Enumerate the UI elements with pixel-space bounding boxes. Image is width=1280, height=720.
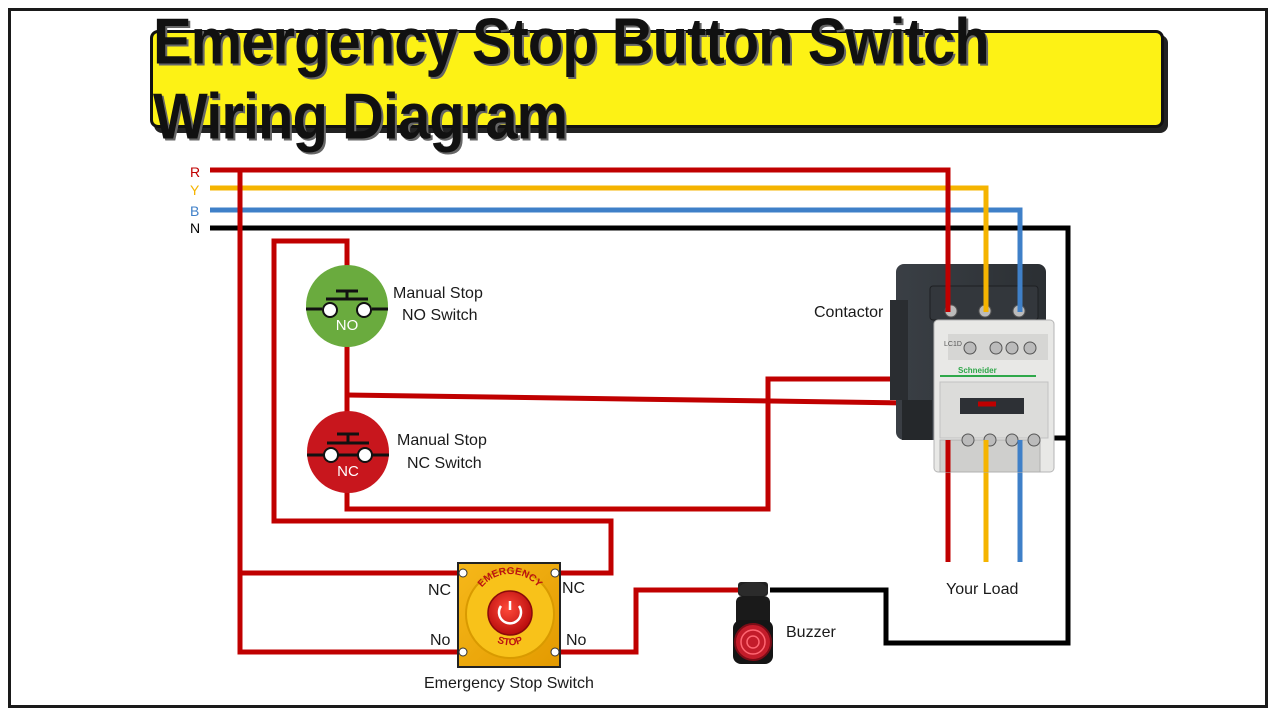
phase-n-label: N xyxy=(190,220,200,236)
contactor[interactable]: Schneider LC1D xyxy=(890,264,1055,473)
emergency-red-cap xyxy=(487,590,533,636)
wire-em-nc-to-no xyxy=(271,238,614,576)
nc-contact-symbol xyxy=(307,432,389,457)
no-switch-label-1: Manual Stop xyxy=(393,285,483,302)
buzzer[interactable] xyxy=(733,582,773,664)
terminal-a1 xyxy=(1023,341,1037,355)
em-right-no-label: No xyxy=(566,632,587,649)
em-terminal-left-nc xyxy=(458,568,468,578)
em-right-nc-label: NC xyxy=(562,580,585,597)
no-switch[interactable]: NO xyxy=(306,265,388,347)
nc-badge: NC xyxy=(337,463,359,480)
terminal-t3 xyxy=(1005,433,1019,447)
phase-y-label: Y xyxy=(190,182,200,198)
emergency-label: Emergency Stop Switch xyxy=(424,675,594,692)
contactor-brand: Schneider xyxy=(958,366,997,375)
page-title: Emergency Stop Button Switch Wiring Diag… xyxy=(153,5,990,153)
wire-no-to-coil xyxy=(346,392,979,407)
em-left-no-label: No xyxy=(430,632,451,649)
no-badge: NO xyxy=(336,317,359,334)
terminal-t1 xyxy=(961,433,975,447)
phase-b-label: B xyxy=(190,203,199,219)
phase-r-label: R xyxy=(190,164,200,180)
no-contact-symbol xyxy=(306,289,388,311)
contactor-model: LC1D xyxy=(944,341,962,348)
em-left-nc-label: NC xyxy=(428,582,451,599)
em-terminal-left-no xyxy=(458,647,468,657)
emergency-stop-switch[interactable]: EMERGENCY STOP xyxy=(457,562,561,668)
nc-switch-label-1: Manual Stop xyxy=(397,432,487,449)
nc-switch[interactable]: NC xyxy=(307,411,389,493)
em-terminal-right-no xyxy=(550,647,560,657)
buzzer-label: Buzzer xyxy=(786,624,836,641)
wire-r-drop xyxy=(237,170,462,655)
nc-switch-body xyxy=(307,411,389,493)
terminal-aux-13 xyxy=(963,341,977,355)
title-banner: Emergency Stop Button Switch Wiring Diag… xyxy=(150,5,1164,153)
wire-buzzer xyxy=(556,587,742,655)
load-label: Your Load xyxy=(946,581,1018,598)
contactor-label: Contactor xyxy=(814,304,884,321)
terminal-a2 xyxy=(1027,433,1041,447)
em-terminal-right-nc xyxy=(550,568,560,578)
wire-n-buzzer xyxy=(770,438,1071,646)
no-switch-label-2: NO Switch xyxy=(402,307,478,324)
nc-switch-label-2: NC Switch xyxy=(407,455,482,472)
no-switch-body xyxy=(306,265,388,347)
terminal-aux-14 xyxy=(989,341,1003,355)
